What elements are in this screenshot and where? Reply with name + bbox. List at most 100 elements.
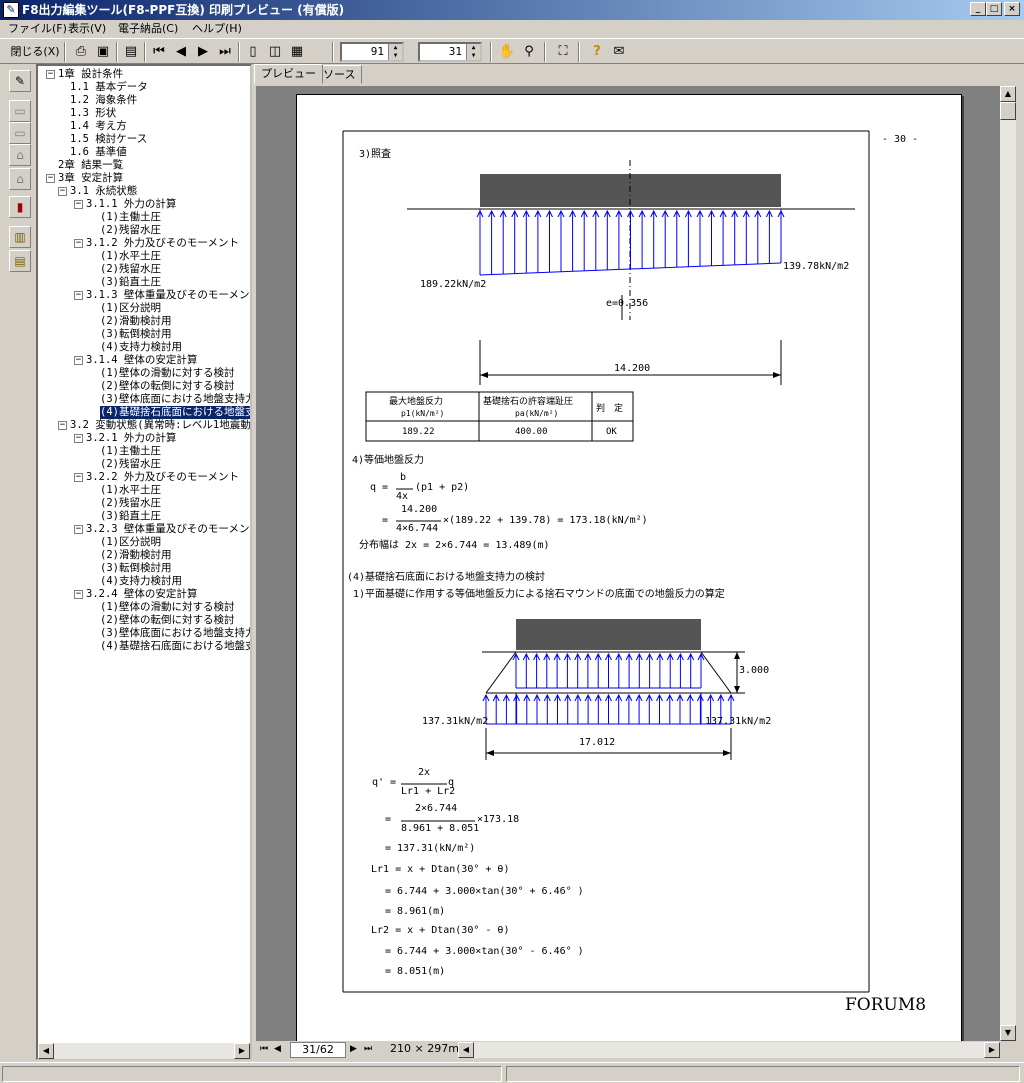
zoom-tool-icon[interactable]: ⚲ — [524, 44, 534, 59]
tree-toggle-icon[interactable]: − — [74, 199, 83, 209]
tree-item[interactable]: (2)残留水圧 — [100, 458, 161, 470]
fit-page-icon[interactable]: ⛶ — [558, 44, 568, 59]
tree-item[interactable]: 3.2.1 外力の計算 — [86, 432, 177, 444]
tree-item[interactable]: 3.1.4 壁体の安定計算 — [86, 354, 198, 366]
single-page-icon[interactable]: ▯ — [249, 44, 257, 59]
scroll-down-icon[interactable]: ▼ — [1000, 1025, 1016, 1041]
tree-item[interactable]: 1.3 形状 — [70, 107, 117, 119]
tree-toggle-icon[interactable]: − — [74, 589, 83, 599]
tree-toggle-icon[interactable]: − — [74, 524, 83, 534]
prev-page-icon[interactable]: ◀ — [176, 44, 186, 59]
tree-item[interactable]: 1.5 検討ケース — [70, 133, 148, 145]
scroll-right-icon[interactable]: ▶ — [234, 1043, 250, 1059]
tree-item[interactable]: (1)主働土圧 — [100, 211, 161, 223]
next-page-icon[interactable]: ▶ — [198, 44, 208, 59]
preview-vertical-scrollbar[interactable]: ▲ ▼ — [1000, 86, 1016, 1041]
tree-item[interactable]: 3.1.3 壁体重量及びそのモーメント — [86, 289, 252, 301]
close-window-button[interactable]: × — [1004, 2, 1020, 16]
last-page-icon[interactable]: ⏭ — [219, 44, 231, 59]
tree-item[interactable]: 3.1.1 外力の計算 — [86, 198, 177, 210]
tree-item[interactable]: (3)鉛直土圧 — [100, 276, 161, 288]
tree-item[interactable]: 1章 設計条件 — [58, 68, 124, 80]
tree-toggle-icon[interactable]: − — [58, 420, 67, 430]
tree-item[interactable]: (4)基礎捨石底面における地盤支持力 — [100, 406, 250, 419]
tree-item[interactable]: (4)支持力検討用 — [100, 341, 182, 353]
tree-toggle-icon[interactable]: − — [74, 355, 83, 365]
preview-horizontal-scrollbar[interactable]: ◀ ▶ — [458, 1042, 1000, 1058]
two-page-icon[interactable]: ◫ — [268, 44, 282, 59]
tree-item[interactable]: (4)支持力検討用 — [100, 575, 182, 587]
info-icon[interactable]: ✉ — [613, 44, 625, 59]
minimize-button[interactable]: _ — [970, 2, 986, 16]
tree-toggle-icon[interactable]: − — [74, 472, 83, 482]
tree-item[interactable]: (2)残留水圧 — [100, 263, 161, 275]
tree-item[interactable]: (3)鉛直土圧 — [100, 510, 161, 522]
menu-electronic-delivery[interactable]: 電子納品(C) — [118, 22, 179, 35]
tree-item[interactable]: 3.2.2 外力及びそのモーメント — [86, 471, 240, 483]
tree-item[interactable]: 3.1.2 外力及びそのモーメント — [86, 237, 240, 249]
edit-pen-icon[interactable]: ✎ — [9, 70, 31, 92]
tree-item[interactable]: (1)水平土圧 — [100, 250, 161, 262]
tree-expand-icon[interactable]: ▥ — [9, 226, 31, 248]
tree-toggle-icon[interactable]: − — [58, 186, 67, 196]
tree-item[interactable]: (2)壁体の転倒に対する検討 — [100, 614, 235, 626]
menu-file[interactable]: ファイル(F) — [8, 22, 67, 35]
tab-source[interactable]: ソース — [316, 65, 363, 84]
print-icon[interactable]: ⎙ — [75, 44, 87, 59]
tree-item[interactable]: (2)滑動検討用 — [100, 315, 172, 327]
tree-toggle-icon[interactable]: − — [46, 69, 55, 79]
tree-item[interactable]: (3)転倒検討用 — [100, 328, 172, 340]
tree-item[interactable]: (2)滑動検討用 — [100, 549, 172, 561]
scroll-up-icon[interactable]: ▲ — [1000, 86, 1016, 102]
nav-page-indicator[interactable]: 31/62 — [290, 1042, 346, 1058]
tree-item[interactable]: 3.2.3 壁体重量及びそのモーメント — [86, 523, 252, 535]
tree-item[interactable]: 2章 結果一覧 — [58, 159, 124, 171]
tree-item[interactable]: (1)壁体の滑動に対する検討 — [100, 601, 235, 613]
tree-item[interactable]: 3.1 永続状態 — [70, 185, 138, 197]
maximize-button[interactable]: □ — [986, 2, 1002, 16]
tree-item[interactable]: (4)基礎捨石底面における地盤支持力 — [100, 640, 250, 652]
tree-item[interactable]: 3.2 変動状態(異常時:レベル1地震動) — [70, 419, 252, 431]
tree-item[interactable]: 1.6 基準値 — [70, 146, 127, 158]
tree-item[interactable]: (1)主働土圧 — [100, 445, 161, 457]
hand-tool-icon[interactable]: ✋ — [498, 44, 516, 59]
tree-collapse-icon[interactable]: ▤ — [9, 250, 31, 272]
tree-item[interactable]: (2)残留水圧 — [100, 224, 161, 236]
tree-toggle-icon[interactable]: − — [74, 238, 83, 248]
tree-item[interactable]: (3)転倒検討用 — [100, 562, 172, 574]
save-icon[interactable]: ▣ — [96, 44, 110, 59]
tool-disabled-4-icon[interactable]: ⌂ — [9, 168, 31, 190]
tree-horizontal-scrollbar[interactable]: ◀ ▶ — [38, 1043, 250, 1059]
tree-toggle-icon[interactable]: − — [74, 433, 83, 443]
hscroll-right-icon[interactable]: ▶ — [984, 1042, 1000, 1058]
tree-item[interactable]: (2)残留水圧 — [100, 497, 161, 509]
help-icon[interactable]: ? — [593, 44, 601, 59]
tree-item[interactable]: (1)区分説明 — [100, 536, 161, 548]
tree-toggle-icon[interactable]: − — [74, 290, 83, 300]
tool-disabled-2-icon[interactable]: ▭ — [9, 122, 31, 144]
nav-next-icon[interactable]: ▶ — [350, 1044, 357, 1054]
multi-page-icon[interactable]: ▦ — [290, 44, 304, 59]
nav-last-icon[interactable]: ⏭ — [364, 1044, 373, 1054]
zoom-spinbox[interactable]: 91▲▼ — [340, 42, 404, 62]
tool-disabled-1-icon[interactable]: ▭ — [9, 100, 31, 122]
tab-preview[interactable]: プレビュー — [254, 64, 323, 84]
tree-item[interactable]: (1)水平土圧 — [100, 484, 161, 496]
tree-item[interactable]: 3.2.4 壁体の安定計算 — [86, 588, 198, 600]
first-page-icon[interactable]: ⏮ — [153, 44, 165, 59]
scroll-left-icon[interactable]: ◀ — [38, 1043, 54, 1059]
tool-disabled-3-icon[interactable]: ⌂ — [9, 144, 31, 166]
app-icon[interactable]: ✎ — [3, 2, 19, 18]
hscroll-left-icon[interactable]: ◀ — [458, 1042, 474, 1058]
close-button[interactable]: 閉じる(X) — [10, 45, 60, 58]
page-setup-icon[interactable]: ▤ — [124, 44, 138, 59]
tree-item[interactable]: (3)壁体底面における地盤支持力 — [100, 627, 252, 639]
menu-help[interactable]: ヘルプ(H) — [192, 22, 242, 35]
nav-prev-icon[interactable]: ◀ — [274, 1044, 281, 1054]
tree-item[interactable]: 1.1 基本データ — [70, 81, 148, 93]
book-icon[interactable]: ▮ — [9, 196, 31, 218]
tree-toggle-icon[interactable]: − — [46, 173, 55, 183]
tree-item[interactable]: (1)区分説明 — [100, 302, 161, 314]
tree-item[interactable]: (1)壁体の滑動に対する検討 — [100, 367, 235, 379]
